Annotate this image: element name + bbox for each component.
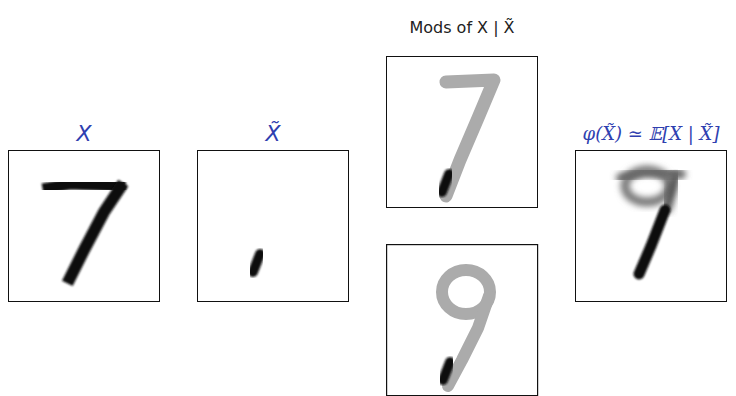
image-panel <box>387 245 538 396</box>
digit-seven <box>48 184 120 278</box>
panel-heading: X <box>76 121 91 147</box>
panel-heading: Mods of X | X̃ <box>409 18 514 37</box>
panel-heading: φ(X̃) ≃ 𝔼[X | X̃] <box>583 123 720 145</box>
image-panel: φ(X̃) ≃ 𝔼[X | X̃] <box>575 150 727 302</box>
blurred-mean <box>621 170 681 274</box>
mode-nine <box>442 270 490 386</box>
image-panel: X̃ <box>197 150 349 302</box>
image-panel: X <box>8 150 160 302</box>
image-panel: Mods of X | X̃ <box>386 56 538 208</box>
partial-stroke <box>253 254 260 272</box>
mode-seven <box>442 80 494 196</box>
panel-heading: X̃ <box>265 121 280 147</box>
